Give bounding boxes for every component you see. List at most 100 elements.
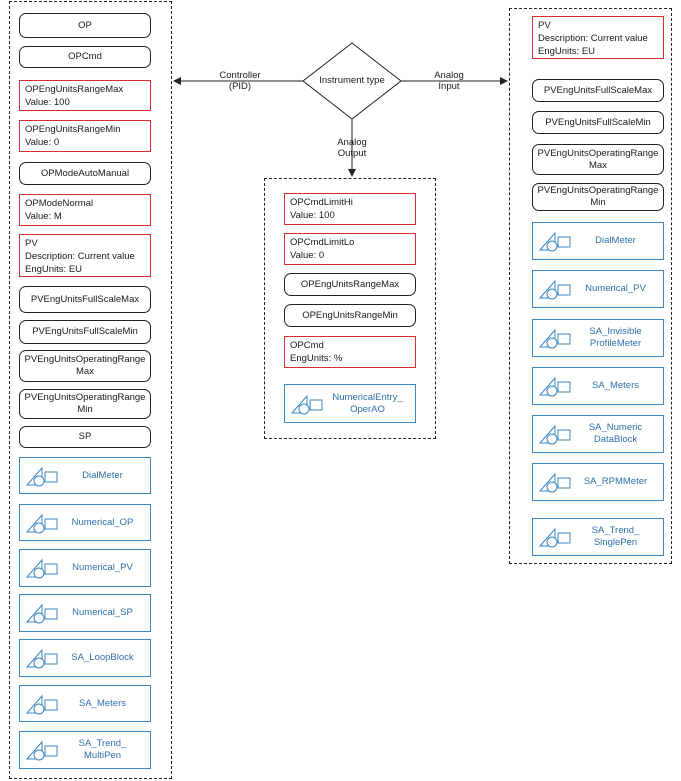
attribute-line: EngUnits: %	[290, 353, 343, 364]
attribute-label: Min	[77, 404, 93, 415]
attribute-line: Value: 100	[25, 97, 70, 108]
shape-widget-icon	[25, 603, 58, 624]
edge-label-analog-input-line: Analog	[434, 70, 464, 81]
widget-label-line: SA_Trend_	[78, 738, 127, 749]
widget-label-line: DataBlock	[593, 434, 638, 445]
widget-label-line: MultiPen	[84, 750, 121, 761]
attribute-label: PVEngUnitsFullScaleMin	[32, 326, 138, 337]
widget-label-line: SA_Trend_	[591, 525, 640, 536]
widget-label: SA_Trend_SinglePen	[572, 525, 663, 549]
attribute-line: OPCmd	[290, 340, 324, 351]
controller-opcmd-attribute: OPCmd	[19, 46, 151, 68]
controller-dialmeter-widget: DialMeter	[19, 457, 151, 494]
shape-widget-icon	[25, 466, 58, 486]
shape-widget-icon	[25, 740, 58, 761]
edge-label-analog-input-line: Input	[438, 81, 460, 92]
analog-output-numericalentry-operao-widget: NumericalEntry_OperAO	[284, 384, 416, 423]
attribute-line: Value: 100	[290, 210, 335, 221]
widget-label: SA_Meters	[572, 380, 663, 392]
widget-label-line: Numerical_PV	[585, 283, 646, 294]
attribute-label: PVEngUnitsFullScaleMin	[545, 116, 651, 128]
attribute-line: Description: Current value	[538, 33, 648, 44]
controller-sa-trend-multipen-widget: SA_Trend_MultiPen	[19, 731, 151, 769]
shape-widget-icon	[25, 558, 58, 579]
analog-input-sa-rpmmeter-widget: SA_RPMMeter	[532, 463, 664, 501]
controller-numerical-sp-widget: Numerical_SP	[19, 594, 151, 632]
shape-widget-icon	[538, 376, 571, 397]
analog-input-pvengunitsfullscalemin-attribute: PVEngUnitsFullScaleMin	[532, 111, 664, 134]
controller-pvengunitsfullscalemax-attribute: PVEngUnitsFullScaleMax	[19, 286, 151, 313]
controller-sp-attribute: SP	[19, 426, 151, 448]
shape-widget-icon	[538, 328, 571, 349]
widget-label: NumericalEntry_OperAO	[324, 392, 415, 416]
attribute-label: OPModeAutoManual	[40, 167, 130, 179]
shape-widget-icon	[538, 472, 571, 493]
widget-label-line: SA_RPMMeter	[583, 476, 648, 487]
edge-label-analog-output: Analog Output	[330, 137, 374, 159]
instrument-type-label: Instrument type	[319, 75, 385, 86]
attribute-label: PVEngUnitsOperatingRange	[537, 147, 659, 159]
shape-widget-icon	[538, 279, 571, 300]
widget-label: Numerical_PV	[572, 283, 663, 295]
widget-label-line: SA_Meters	[592, 380, 639, 391]
analog-output-opengunitsrangemax-attribute: OPEngUnitsRangeMax	[284, 273, 416, 296]
widget-label-line: SinglePen	[593, 537, 638, 548]
attribute-line: Value: 0	[290, 250, 325, 261]
attribute-label: OP	[78, 19, 92, 31]
shape-widget-icon	[538, 527, 571, 548]
attribute-line: OPEngUnitsRangeMin	[25, 124, 121, 135]
attribute-line: OPModeNormal	[25, 198, 94, 209]
attribute-line: OPEngUnitsRangeMax	[25, 84, 124, 95]
widget-label-line: DialMeter	[82, 469, 123, 481]
analog-input-group	[509, 8, 672, 564]
attribute-label: PVEngUnitsOperatingRange	[24, 392, 146, 403]
attribute-label: Max	[76, 366, 94, 377]
attribute-line: Value: 0	[25, 137, 60, 148]
controller-pvengunitsfullscalemin-attribute: PVEngUnitsFullScaleMin	[19, 320, 151, 344]
widget-label: SA_RPMMeter	[572, 476, 663, 488]
attribute-line: PV	[538, 20, 551, 31]
attribute-label: PVEngUnitsFullScaleMax	[543, 84, 653, 96]
analog-input-sa-trend-singlepen-widget: SA_Trend_SinglePen	[532, 518, 664, 556]
attribute-label: OPEngUnitsRangeMin	[302, 309, 398, 321]
widget-label-line: OperAO	[350, 403, 385, 415]
attribute-label: PVEngUnitsFullScaleMax	[30, 293, 140, 305]
controller-sa-loopblock-widget: SA_LoopBlock	[19, 639, 151, 677]
shape-widget-icon	[538, 231, 571, 252]
attribute-line: OPCmdLimitLo	[290, 237, 355, 248]
attribute-line: Value: M	[25, 211, 62, 222]
attribute-line: OPCmdLimitHi	[290, 197, 353, 208]
widget-label: SA_Meters	[59, 698, 150, 710]
widget-label: Numerical_OP	[59, 517, 150, 529]
attribute-label: OPEngUnitsRangeMax	[300, 278, 400, 290]
widget-label-line: ProfileMeter	[589, 338, 642, 349]
shape-widget-icon	[25, 648, 58, 669]
analog-input-numerical-pv-widget: Numerical_PV	[532, 270, 664, 308]
controller-opmodeautomanual-attribute: OPModeAutoManual	[19, 162, 151, 185]
edge-label-analog-output-line: Output	[337, 148, 367, 159]
widget-label-line: SA_Meters	[79, 697, 126, 709]
attribute-line: PV	[25, 238, 38, 249]
analog-input-sa-meters-widget: SA_Meters	[532, 367, 664, 405]
edge-label-analog-input: Analog Input	[427, 70, 471, 92]
widget-label: Numerical_SP	[59, 607, 150, 619]
edge-label-controller-line: Controller	[219, 70, 261, 81]
widget-label-line: SA_LoopBlock	[71, 652, 134, 663]
widget-label: Numerical_PV	[59, 562, 150, 574]
widget-label-line: SA_Invisible	[589, 326, 642, 337]
widget-label-line: Numerical_PV	[72, 562, 133, 573]
widget-label-line: Numerical_SP	[72, 607, 133, 618]
widget-label: SA_LoopBlock	[59, 652, 150, 664]
edge-label-controller: Controller (PID)	[212, 70, 268, 92]
edge-label-controller-line: (PID)	[228, 81, 252, 92]
